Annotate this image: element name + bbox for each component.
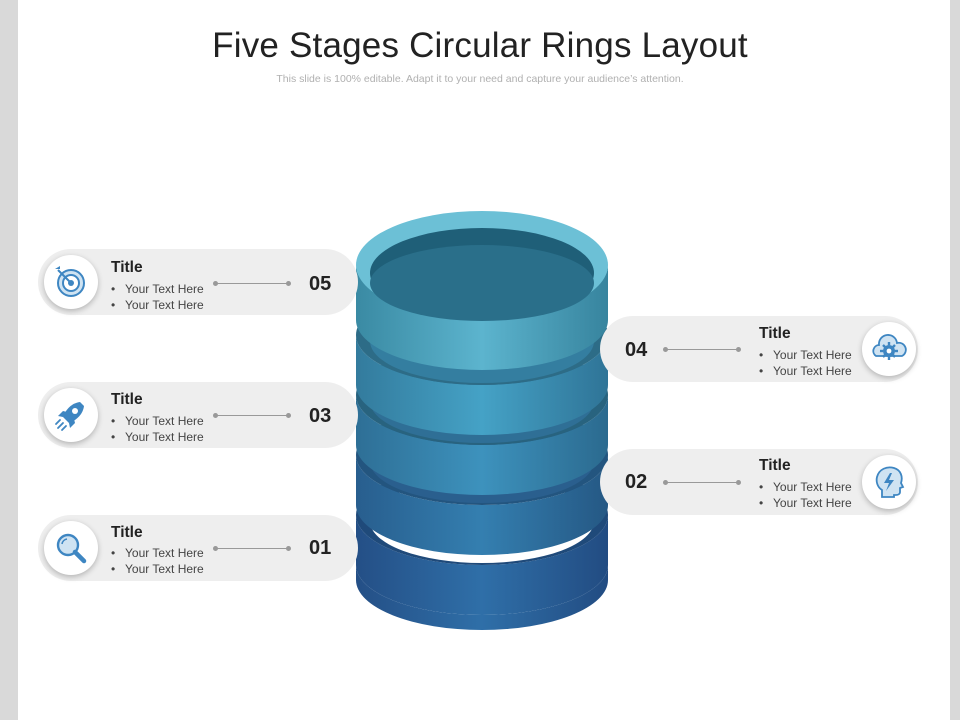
stacked-rings-graphic: [356, 211, 608, 630]
stage-01-line-1: Your Text Here: [111, 545, 204, 561]
stage-05-connector: [213, 279, 291, 287]
stage-05-number: 05: [309, 273, 332, 295]
stage-02-icon-badge: [862, 455, 916, 509]
stage-05-line-2: Your Text Here: [111, 297, 204, 313]
stage-03-bullets: Your Text Here Your Text Here: [111, 413, 204, 445]
stage-03-line-1: Your Text Here: [111, 413, 204, 429]
stage-02-connector: [663, 478, 741, 486]
stage-04-title: Title: [759, 325, 791, 342]
stage-02-number: 02: [625, 471, 648, 493]
stage-01-icon-badge: [44, 521, 98, 575]
stage-05-bullets: Your Text Here Your Text Here: [111, 281, 204, 313]
gear-cloud-icon: [872, 334, 907, 360]
stage-02-bullets: Your Text Here Your Text Here: [759, 479, 852, 511]
stage-01-title: Title: [111, 524, 143, 541]
ring-05: [356, 211, 608, 370]
stage-03-title: Title: [111, 391, 143, 408]
slide-title: Five Stages Circular Rings Layout: [212, 26, 748, 65]
target-icon: [55, 266, 85, 297]
stage-04-line-2: Your Text Here: [759, 363, 852, 379]
stage-02-line-2: Your Text Here: [759, 495, 852, 511]
stage-03-connector: [213, 411, 291, 419]
rocket-icon: [55, 402, 84, 431]
stage-05-title: Title: [111, 259, 143, 276]
stage-02-title: Title: [759, 457, 791, 474]
stage-05-icon-badge: [44, 255, 98, 309]
stage-02-line-1: Your Text Here: [759, 479, 852, 495]
stage-03-number: 03: [309, 405, 332, 427]
stage-04-icon-badge: [862, 322, 916, 376]
stage-04-connector: [663, 345, 741, 353]
stage-04-line-1: Your Text Here: [759, 347, 852, 363]
slide-subtitle: This slide is 100% editable. Adapt it to…: [276, 73, 684, 85]
head-lightning-icon: [875, 466, 905, 498]
stage-01-number: 01: [309, 537, 332, 559]
stage-01-line-2: Your Text Here: [111, 561, 204, 577]
stage-05-line-1: Your Text Here: [111, 281, 204, 297]
stage-04-number: 04: [625, 339, 648, 361]
stage-03-icon-badge: [44, 388, 98, 442]
stage-01-connector: [213, 544, 291, 552]
stage-04-bullets: Your Text Here Your Text Here: [759, 347, 852, 379]
magnifier-icon: [56, 533, 87, 564]
stage-03-line-2: Your Text Here: [111, 429, 204, 445]
stage-01-bullets: Your Text Here Your Text Here: [111, 545, 204, 577]
